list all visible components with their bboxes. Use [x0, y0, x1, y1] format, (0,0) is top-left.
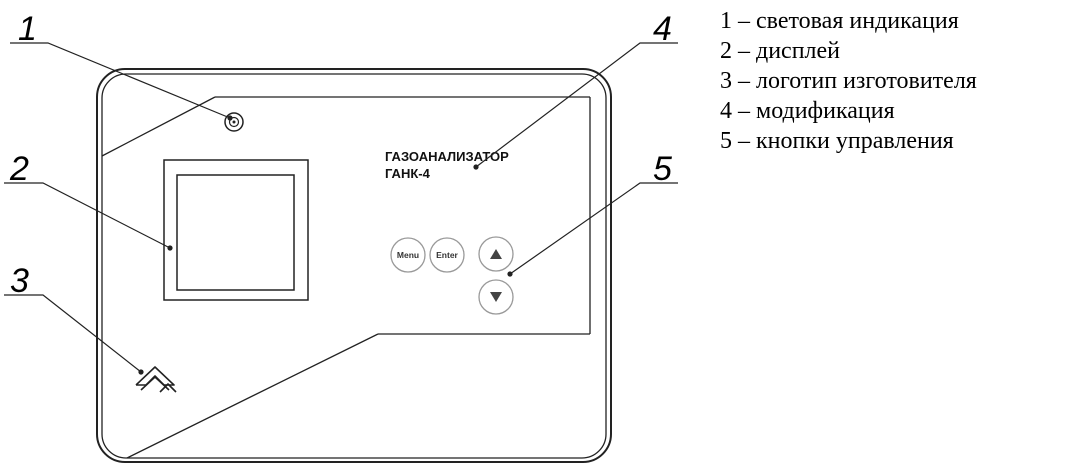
manufacturer-logo-icon — [135, 366, 177, 393]
legend: 1 – световая индикация 2 – дисплей 3 – л… — [720, 6, 977, 156]
callout-5: 5 — [653, 150, 672, 188]
leader-5 — [509, 182, 678, 275]
leader-1 — [10, 42, 231, 119]
menu-button[interactable]: Menu — [390, 237, 426, 273]
legend-item-3: 3 – логотип изготовителя — [720, 68, 977, 94]
enter-button[interactable]: Enter — [429, 237, 465, 273]
callout-1: 1 — [18, 10, 37, 48]
callout-2: 2 — [9, 150, 29, 188]
leader-2 — [4, 182, 171, 249]
callout-4: 4 — [653, 10, 672, 48]
legend-item-5: 5 – кнопки управления — [720, 128, 954, 154]
panel-top-seam — [101, 96, 216, 157]
indicator-light-icon — [224, 112, 244, 132]
leader-lines — [4, 42, 678, 375]
device-title-line2: ГАНК-4 — [385, 166, 431, 181]
display — [163, 159, 309, 301]
menu-button-label: Menu — [397, 250, 419, 260]
leader-3 — [4, 294, 142, 373]
down-button[interactable] — [478, 279, 514, 315]
up-button[interactable] — [478, 236, 514, 272]
legend-item-4: 4 – модификация — [720, 98, 895, 124]
leader-4 — [475, 42, 678, 168]
panel-bottom-seam — [126, 333, 379, 459]
device-body-inner — [101, 73, 607, 459]
device-title-line1: ГАЗОАНАЛИЗАТОР — [385, 149, 509, 164]
arrow-down-icon — [490, 292, 502, 302]
arrow-up-icon — [490, 249, 502, 259]
callout-3: 3 — [10, 262, 29, 300]
device-body-outer — [96, 68, 612, 463]
legend-item-2: 2 – дисплей — [720, 38, 841, 64]
enter-button-label: Enter — [436, 250, 458, 260]
legend-item-1: 1 – световая индикация — [720, 8, 959, 34]
